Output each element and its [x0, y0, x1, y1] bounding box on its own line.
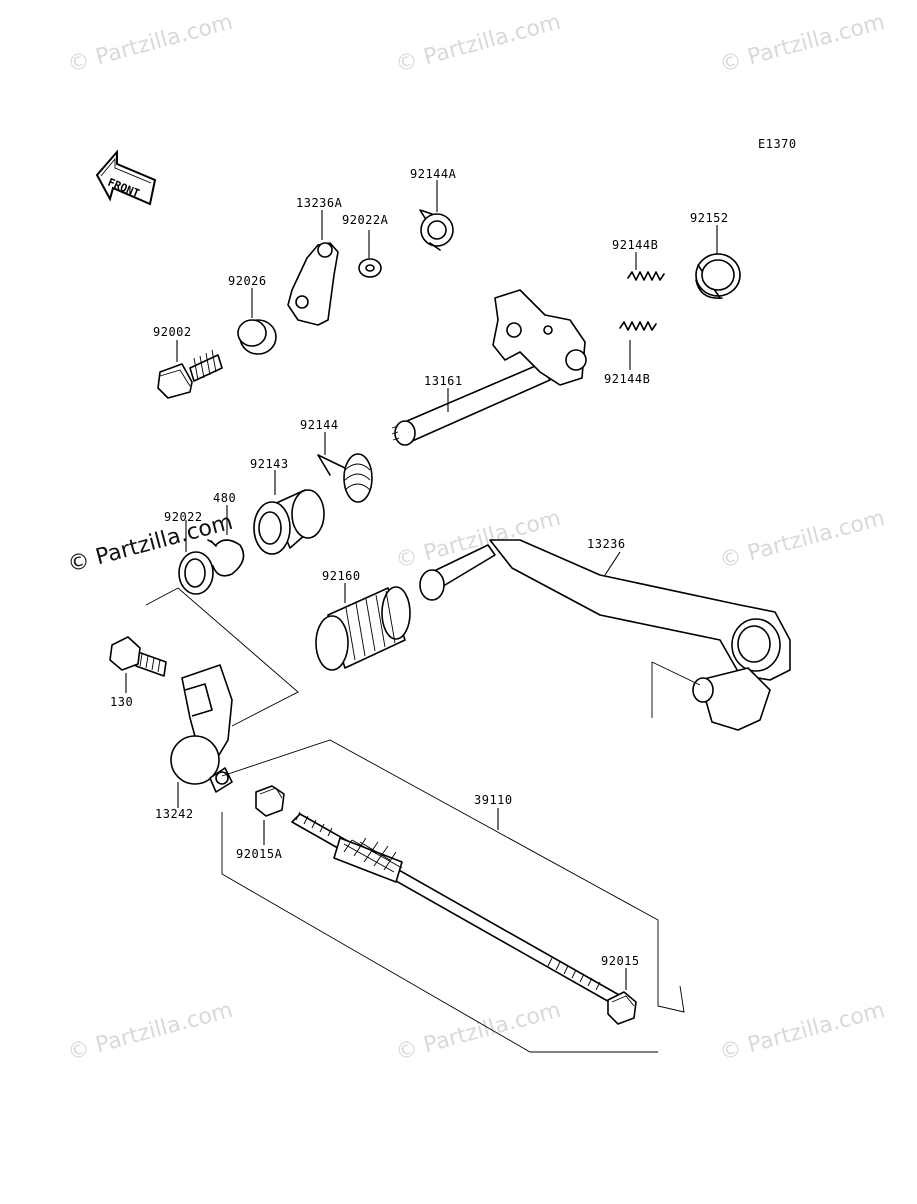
part-label-13242[interactable]: 13242: [155, 807, 194, 821]
watermark: © Partzilla.com: [717, 506, 887, 574]
shift-shaft-13161[interactable]: [391, 289, 587, 446]
watermark: © Partzilla.com: [65, 998, 235, 1066]
part-label-13161[interactable]: 13161: [424, 374, 463, 388]
watermark: © Partzilla.com: [65, 10, 235, 78]
rubber-92160[interactable]: [315, 586, 411, 671]
part-label-92143[interactable]: 92143: [250, 457, 289, 471]
part-label-480[interactable]: 480: [213, 491, 236, 505]
watermark: © Partzilla.com: [717, 998, 887, 1066]
part-label-92152[interactable]: 92152: [690, 211, 729, 225]
part-label-92144a[interactable]: 92144A: [410, 167, 457, 181]
shift-lever-13236[interactable]: [419, 539, 791, 731]
part-label-92015[interactable]: 92015: [601, 954, 640, 968]
part-label-92022a[interactable]: 92022A: [342, 213, 389, 227]
part-label-92026[interactable]: 92026: [228, 274, 267, 288]
nut-92015[interactable]: [607, 991, 637, 1025]
front-arrow-icon: FRONT: [95, 149, 157, 206]
nut-92015a[interactable]: [255, 785, 285, 817]
part-label-13236a[interactable]: 13236A: [296, 196, 343, 210]
watermark: © Partzilla.com: [717, 10, 887, 78]
washer-92022[interactable]: [178, 551, 214, 595]
part-label-92022[interactable]: 92022: [164, 510, 203, 524]
leader-line: [604, 551, 621, 576]
spring-92144a[interactable]: [419, 209, 454, 251]
washer-92022a[interactable]: [358, 258, 382, 278]
arm-13236a[interactable]: [287, 242, 339, 326]
part-label-92144b-top[interactable]: 92144B: [612, 238, 658, 252]
seal-92152[interactable]: [695, 253, 741, 299]
circlip-480[interactable]: [207, 539, 245, 577]
spring-92144b-bottom[interactable]: [619, 321, 657, 331]
collar-92026[interactable]: [237, 319, 277, 355]
watermark: © Partzilla.com: [393, 998, 563, 1066]
part-label-92144b-bottom[interactable]: 92144B: [604, 372, 650, 386]
spring-92144[interactable]: [317, 453, 373, 503]
collar-92143[interactable]: [253, 489, 325, 555]
bolt-130[interactable]: [109, 636, 167, 677]
part-label-92144[interactable]: 92144: [300, 418, 339, 432]
part-label-39110[interactable]: 39110: [474, 793, 513, 807]
spring-92144b-top[interactable]: [627, 271, 665, 281]
watermark: © Partzilla.com: [393, 10, 563, 78]
part-label-13236[interactable]: 13236: [587, 537, 626, 551]
part-label-130[interactable]: 130: [110, 695, 133, 709]
bolt-92002[interactable]: [157, 349, 223, 399]
part-label-92002[interactable]: 92002: [153, 325, 192, 339]
part-label-92160[interactable]: 92160: [322, 569, 361, 583]
part-label-92015a[interactable]: 92015A: [236, 847, 283, 861]
diagram-code: E1370: [758, 137, 797, 151]
tie-rod-39110[interactable]: [221, 739, 685, 1053]
lever-joint-13242[interactable]: [145, 587, 299, 793]
